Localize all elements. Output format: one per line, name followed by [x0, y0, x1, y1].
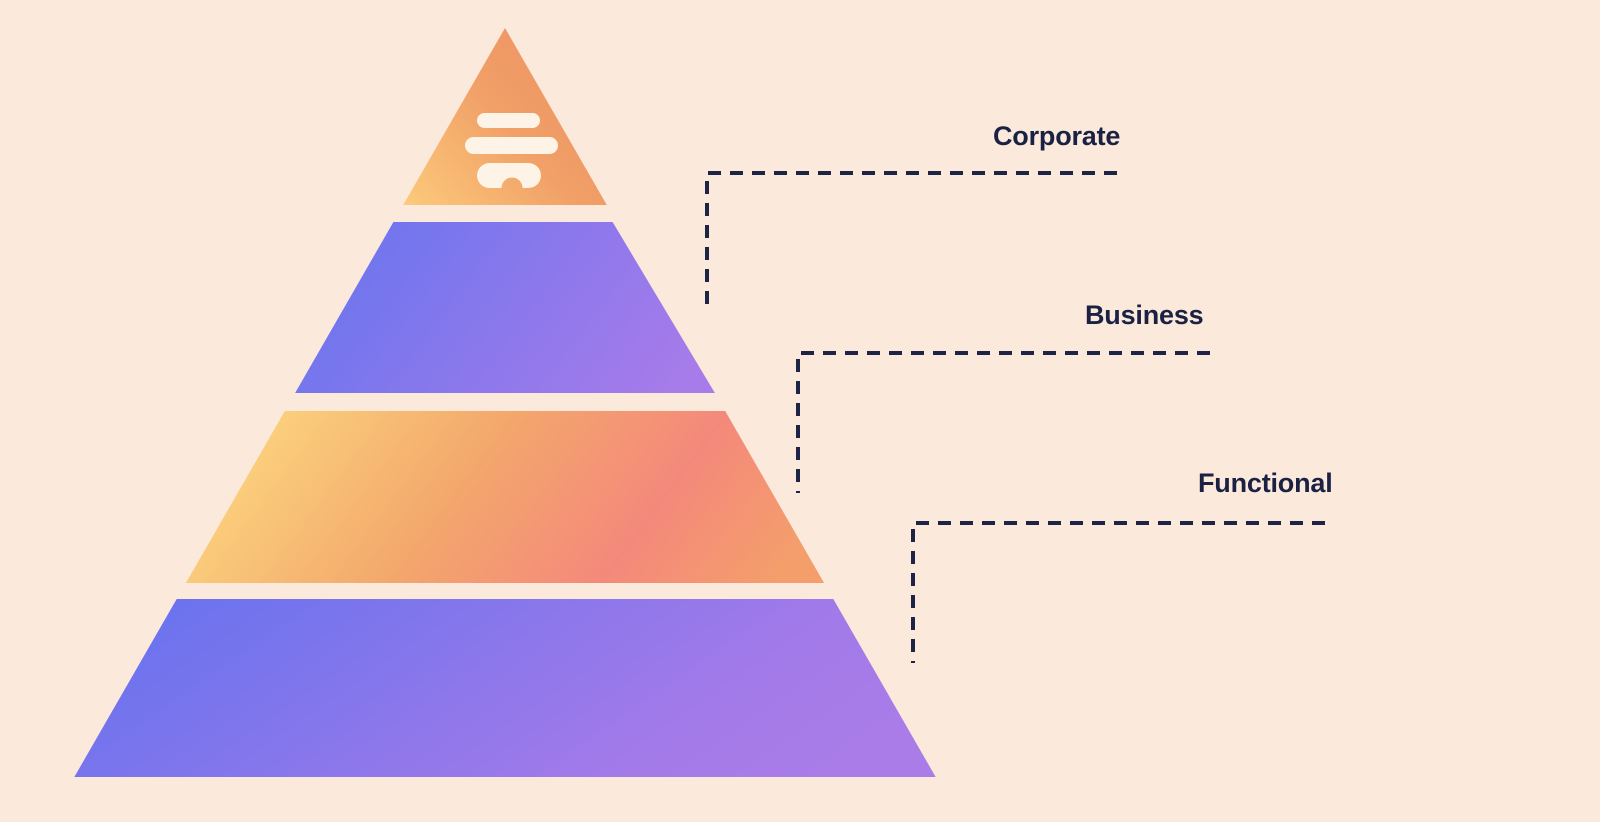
- pyramid-level-functional: [74, 599, 936, 777]
- business-label: Business: [1085, 300, 1204, 330]
- pyramid-level-corporate: [295, 222, 715, 393]
- icon-bar-bottom-notched: [477, 163, 541, 188]
- pyramid-level-business: [185, 411, 825, 583]
- corporate-label: Corporate: [993, 121, 1121, 151]
- icon-bar-top: [477, 113, 540, 128]
- connector-business: [796, 351, 1210, 493]
- icon-bar-middle: [465, 137, 558, 154]
- text-lines-icon: [465, 113, 558, 188]
- functional-label: Functional: [1198, 468, 1333, 498]
- connector-functional: [911, 521, 1325, 663]
- connector-corporate: [705, 171, 1117, 308]
